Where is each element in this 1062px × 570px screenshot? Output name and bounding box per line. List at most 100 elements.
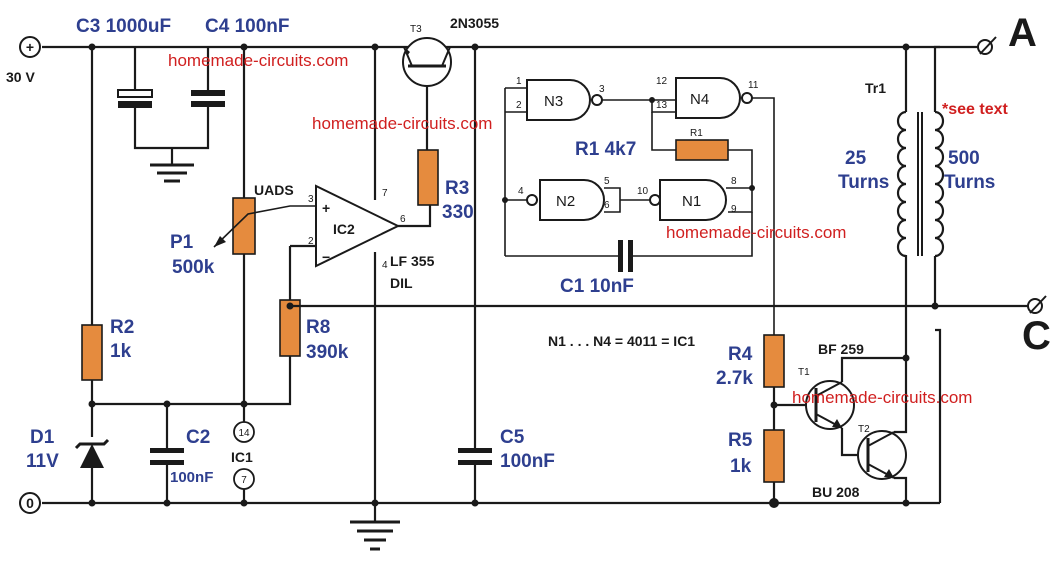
- tr1-secondary-winding: [934, 110, 945, 258]
- pin-7-label: 7: [241, 475, 247, 486]
- junction-n2-input: [502, 197, 508, 203]
- transistor-t1: [805, 380, 855, 430]
- supply-voltage-label: 30 V: [6, 69, 35, 85]
- ground-symbol-caps: [150, 163, 194, 183]
- resistor-r4: [763, 334, 785, 388]
- gate-n3-bubble: [591, 94, 603, 106]
- capacitor-c2-plate-bottom: [150, 460, 184, 465]
- ic1-pin14-marker: 14: [233, 421, 255, 443]
- gates-note: N1 . . . N4 = 4011 = IC1: [548, 333, 695, 349]
- terminal-c-connector[interactable]: [1027, 295, 1047, 314]
- t2-emitter-wire: [894, 476, 908, 503]
- r8-ref-label: R8: [306, 317, 330, 338]
- junction-opamp-vplus: [371, 43, 379, 51]
- c2-ref-label: C2: [186, 427, 210, 448]
- resistor-r8: [279, 299, 301, 357]
- pin-n4-in2: 13: [656, 100, 668, 111]
- secondary-turns-word: Turns: [944, 172, 995, 193]
- gate-n3: [526, 79, 591, 121]
- t1-ref-label: T1: [798, 367, 810, 378]
- r1-right-wire: [728, 149, 753, 213]
- capacitor-c2-plate-top: [150, 448, 184, 453]
- junction-t2-ground: [902, 499, 910, 507]
- pin-n1-in: 10: [637, 186, 649, 197]
- opamp-pin-out: 6: [400, 214, 406, 225]
- c5-value-label: 100nF: [500, 451, 555, 472]
- gate-n4-label: N4: [690, 91, 709, 108]
- opamp-pin-plus: 3: [308, 194, 314, 205]
- junction-opamp-ground: [371, 499, 379, 507]
- resistor-r2: [81, 324, 103, 381]
- watermark-4: homemade-circuits.com: [792, 388, 972, 407]
- gate-n2-label: N2: [556, 193, 575, 210]
- t2-part-label: BU 208: [812, 484, 860, 500]
- r2-ref-label: R2: [110, 317, 134, 338]
- junction-n1-r1: [749, 185, 755, 191]
- see-text-label: *see text: [942, 101, 1008, 118]
- positive-terminal[interactable]: +: [19, 36, 41, 58]
- d1-value-label: 11V: [26, 451, 59, 472]
- capacitor-c5-plate-top: [458, 448, 492, 453]
- r8-value-label: 390k: [306, 342, 349, 363]
- p1-ref-label: P1: [170, 232, 194, 253]
- t2-ref-label: T2: [858, 424, 870, 435]
- capacitor-c1-plate-right: [628, 240, 633, 272]
- t1-collector-wire: [840, 356, 906, 382]
- gate-n2-bubble: [526, 194, 538, 206]
- c5-ref-label: C5: [500, 427, 525, 448]
- tr1-primary-winding: [896, 110, 907, 258]
- zener-diode-d1: [74, 438, 110, 468]
- c4-label: C4 100nF: [205, 16, 289, 37]
- ground-to-tr1-wire: [935, 328, 942, 503]
- gate-n3-label: N3: [544, 93, 563, 110]
- r2-value-label: 1k: [110, 341, 132, 362]
- ic1-pin7-marker: 7: [233, 468, 255, 490]
- transistor-t3: [402, 37, 452, 87]
- c2-value-label: 100nF: [170, 469, 213, 486]
- ground-symbol-main: [350, 520, 400, 551]
- c1-label: C1 10nF: [560, 276, 634, 297]
- r1-left-wire: [651, 112, 676, 151]
- r1-small-label: R1: [690, 128, 703, 139]
- r4-ref-label: R4: [728, 344, 753, 365]
- opamp-ic2: [315, 184, 401, 268]
- junction-c2-top: [163, 400, 171, 408]
- ic2-label: IC2: [333, 221, 355, 237]
- pin-n2-out1: 5: [604, 176, 610, 187]
- uads-label: UADS: [254, 182, 294, 198]
- r3-value-label: 330: [442, 202, 474, 223]
- pin-n2-in: 4: [518, 186, 524, 197]
- gate-n1: [659, 179, 727, 221]
- primary-turns-value: 25: [845, 148, 867, 169]
- transistor-t2: [857, 430, 907, 480]
- pin-n4-out: 11: [748, 80, 759, 91]
- r1-label: R1 4k7: [575, 139, 636, 160]
- pin-n3-out: 3: [599, 84, 605, 95]
- junction-tr1-primary: [902, 43, 910, 51]
- r5-ref-label: R5: [728, 430, 753, 451]
- capacitor-c4: [191, 90, 225, 107]
- c1-right-wire: [633, 212, 753, 257]
- opamp-pin-vplus: 7: [382, 188, 388, 199]
- ground-terminal[interactable]: 0: [19, 492, 41, 514]
- junction-tr1-c: [931, 302, 939, 310]
- positive-symbol: +: [26, 39, 34, 55]
- pin-14-label: 14: [238, 428, 250, 439]
- watermark-3: homemade-circuits.com: [666, 223, 846, 242]
- junction-p1-ref: [240, 400, 248, 408]
- opamp-output-wire: [398, 205, 432, 228]
- pin-n2-out2: 6: [604, 200, 610, 211]
- t2-collector-wire: [894, 255, 908, 434]
- capacitor-c3: [117, 89, 153, 108]
- pin-n1-8: 8: [731, 176, 737, 187]
- junction-c5-ground: [471, 499, 479, 507]
- r4-value-label: 2.7k: [716, 368, 753, 389]
- terminal-a-connector[interactable]: [977, 36, 997, 55]
- gate-n4-bubble: [741, 92, 753, 104]
- junction-r5-ground: [769, 498, 779, 508]
- opamp-package-label: DIL: [390, 275, 413, 291]
- opamp-minus-sign: −: [322, 249, 330, 265]
- watermark-1: homemade-circuits.com: [168, 51, 348, 70]
- opamp-pin-minus: 2: [308, 236, 314, 247]
- pin-n1-9: 9: [731, 204, 737, 215]
